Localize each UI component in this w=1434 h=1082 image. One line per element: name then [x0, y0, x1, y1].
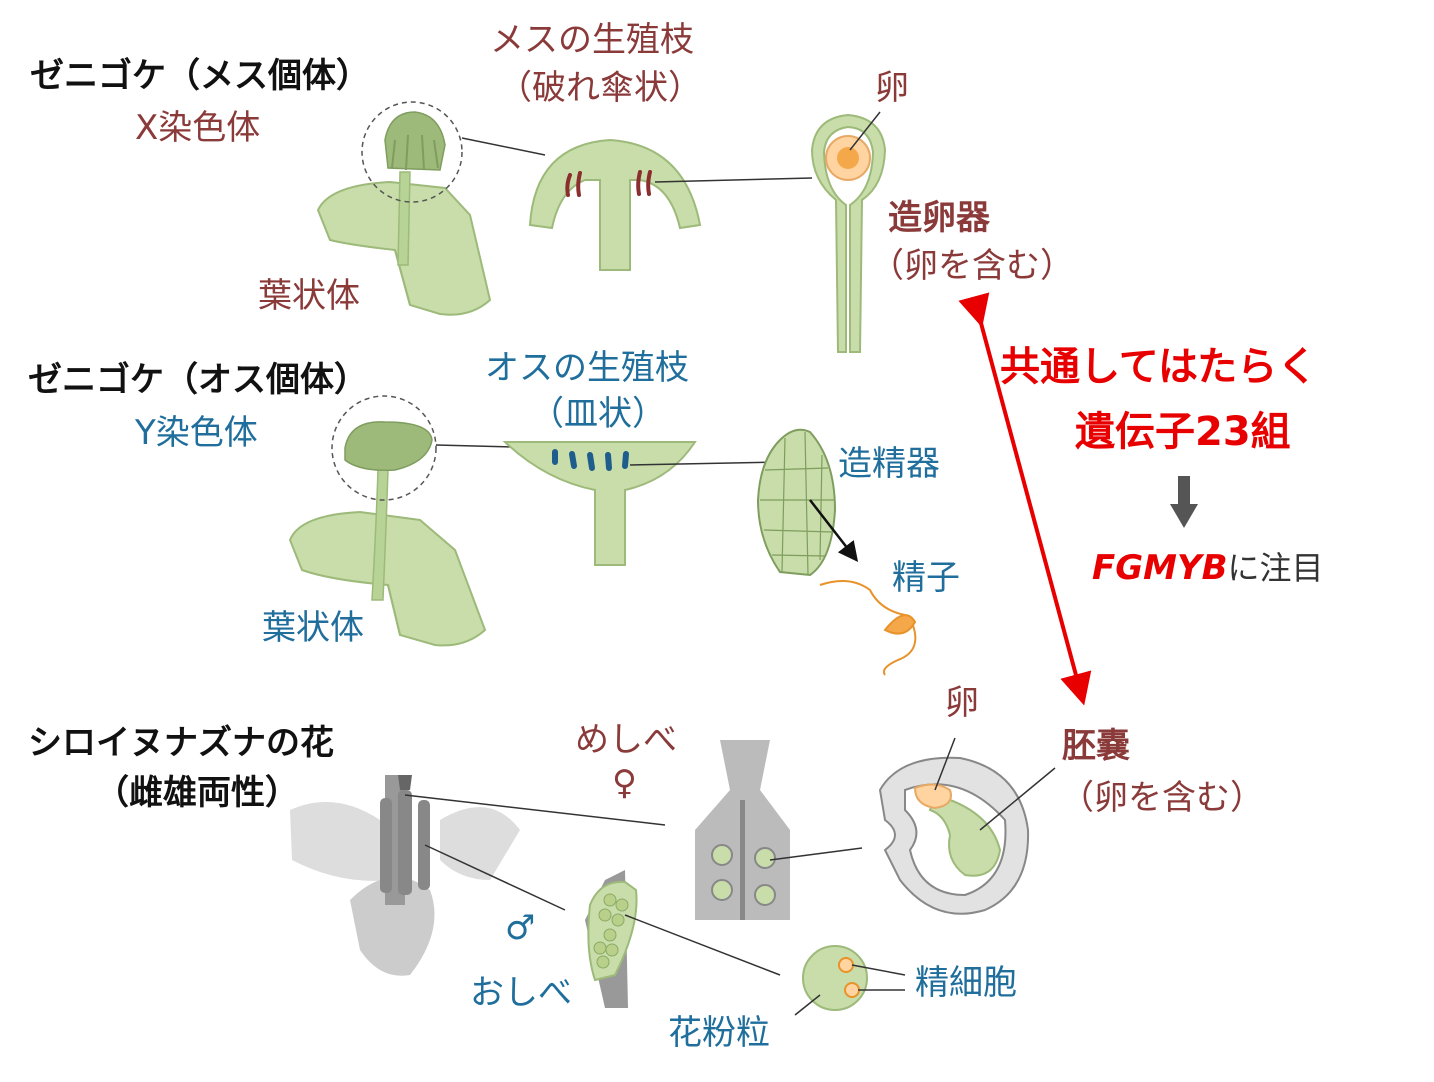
arrow-antheridium-sperm	[809, 499, 859, 562]
highlight-line1: 共通してはたらく	[1000, 344, 1318, 390]
female-zoom-circle	[361, 101, 463, 203]
male-zoom-circle	[331, 395, 437, 501]
male-title: ゼニゴケ（オス個体）	[28, 360, 368, 400]
embryo-sac-label: 胚嚢	[1062, 726, 1130, 766]
leader-ovule	[769, 847, 863, 861]
leader-male-branch	[435, 444, 516, 448]
leader-egg-ovule	[934, 737, 956, 791]
down-arrow	[1170, 476, 1198, 528]
female-branch-label: メスの生殖枝	[490, 20, 694, 60]
female-receptacle-small	[384, 111, 446, 171]
pistil-label: めしべ	[575, 720, 677, 760]
leader-pistil	[404, 794, 666, 826]
leader-pollen	[624, 914, 781, 976]
male-symbol: ♂	[505, 908, 536, 948]
male-receptacle-section	[502, 441, 697, 566]
female-egg-label: 卵	[875, 68, 909, 108]
leader-egg-female	[849, 111, 881, 151]
double-arrow	[958, 292, 1092, 706]
female-receptacle-section	[528, 138, 702, 271]
female-stalk	[397, 171, 411, 266]
archegonium-label: 造卵器	[888, 198, 990, 238]
female-symbol: ♀	[612, 763, 637, 803]
anther-shape	[585, 870, 638, 1008]
ovule-egg-label: 卵	[945, 683, 979, 723]
male-stalk	[371, 469, 389, 601]
leader-sperm-cell-1	[851, 964, 906, 976]
leader-archegonium	[654, 177, 813, 183]
leader-pollen-label	[794, 994, 821, 1016]
female-thallus-label: 葉状体	[258, 276, 360, 316]
stamen-label: おしべ	[470, 973, 572, 1013]
archegonium-shape	[810, 113, 887, 353]
embryo-sac-note: （卵を含む）	[1060, 778, 1264, 818]
gene-label-group: FGMYBに注目	[1092, 548, 1324, 588]
archegonium-note: （卵を含む）	[870, 246, 1074, 286]
highlight-line2: 遺伝子23組	[1075, 409, 1291, 455]
sperm-cell-label: 精細胞	[915, 963, 1017, 1003]
leader-stamen	[424, 844, 566, 911]
male-receptacle-small	[344, 421, 433, 472]
leader-female-branch	[461, 137, 546, 156]
gene-name: FGMYB	[1092, 548, 1228, 588]
antheridium-label: 造精器	[838, 444, 940, 484]
pollen-label: 花粉粒	[668, 1013, 770, 1053]
sperm-shape	[819, 580, 917, 676]
male-branch-label: オスの生殖枝	[485, 348, 689, 388]
male-chromosome: Y染色体	[135, 413, 258, 453]
gene-suffix: に注目	[1227, 549, 1324, 587]
male-thallus	[288, 510, 487, 647]
ovule-shape	[878, 756, 1030, 915]
leader-antheridium	[629, 461, 781, 466]
male-branch-note: （皿状）	[530, 394, 666, 434]
pollen-shape	[802, 945, 868, 1011]
pistil-section	[695, 740, 790, 920]
male-thallus-label: 葉状体	[262, 608, 364, 648]
flower-shape	[290, 775, 520, 976]
antheridium-shape	[756, 428, 837, 577]
leader-embryo-sac	[979, 767, 1056, 831]
arabidopsis-title: シロイヌナズナの花	[28, 723, 334, 763]
arabidopsis-subtitle: （雌雄両性）	[95, 773, 299, 813]
female-title: ゼニゴケ（メス個体）	[30, 56, 370, 96]
female-chromosome: X染色体	[135, 108, 261, 148]
sperm-label: 精子	[892, 558, 960, 598]
female-branch-note: （破れ傘状）	[498, 68, 702, 108]
